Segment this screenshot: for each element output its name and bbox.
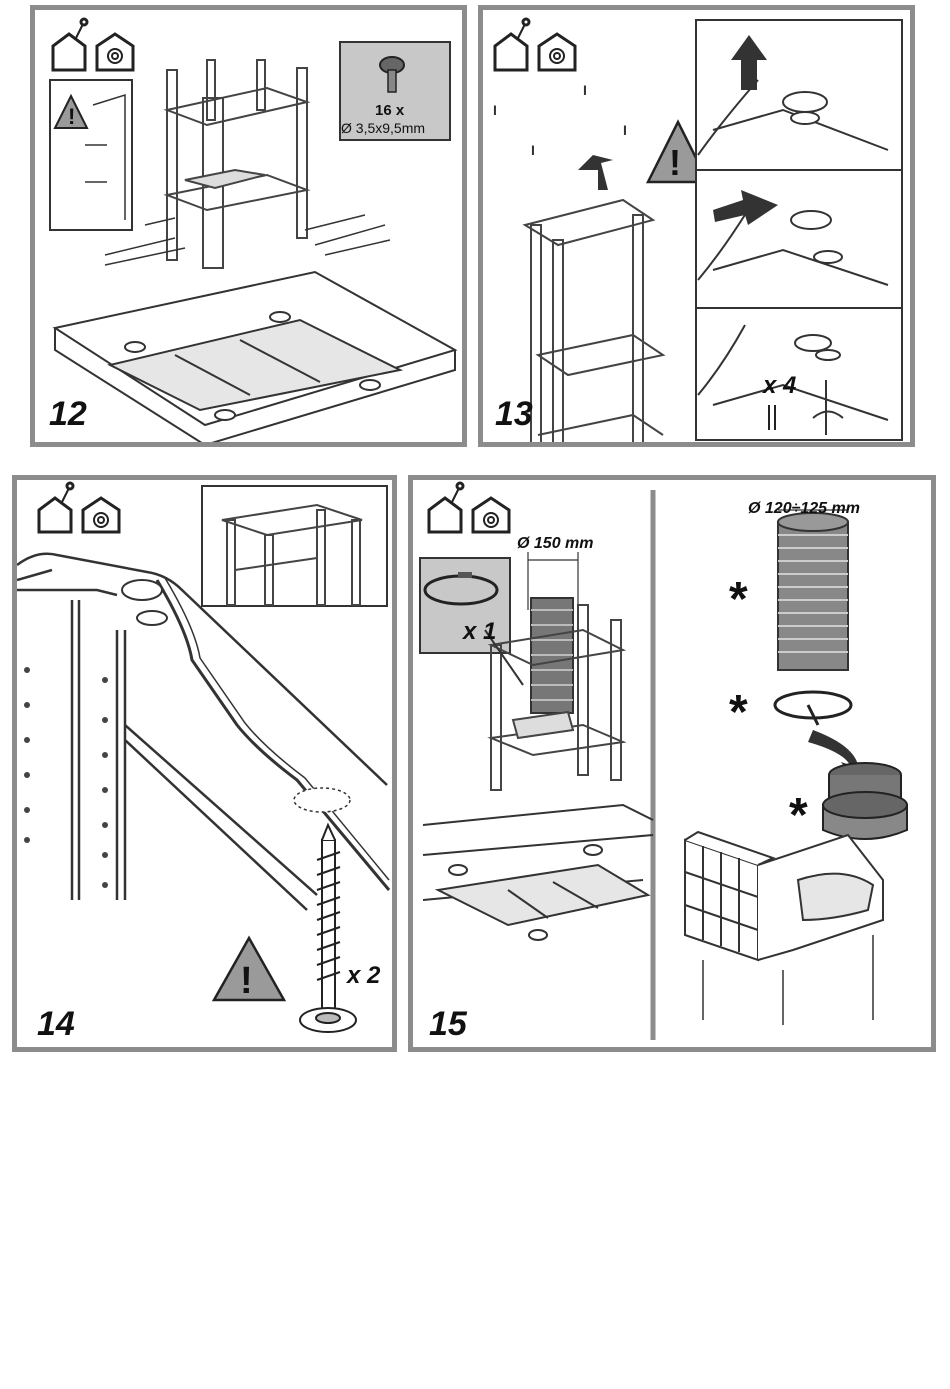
up-arrow-icon bbox=[578, 155, 613, 190]
svg-text:!: ! bbox=[669, 142, 681, 183]
svg-text:!: ! bbox=[240, 960, 253, 1002]
step-14-illustration: ! bbox=[17, 480, 392, 1047]
step-12-panel: ! bbox=[30, 5, 467, 447]
house-recirculation-icon bbox=[83, 498, 119, 532]
step-number: 14 bbox=[37, 1005, 75, 1044]
chimney-frame bbox=[167, 60, 307, 268]
screw-size-label: Ø 3,5x9,5mm bbox=[341, 120, 425, 136]
house-install-icon bbox=[495, 19, 529, 70]
duct-hose bbox=[531, 598, 573, 713]
flex-diameter-label: Ø 120÷125 mm bbox=[748, 500, 860, 518]
house-recirculation-icon bbox=[97, 34, 133, 70]
optional-mark: * bbox=[729, 685, 748, 740]
optional-mark: * bbox=[729, 572, 748, 627]
clamp-ring-icon bbox=[775, 692, 851, 725]
duct-diameter-label: Ø 150 mm bbox=[517, 535, 593, 553]
flex-hose bbox=[778, 513, 848, 670]
svg-text:I: I bbox=[583, 82, 587, 98]
clamp-qty-label: x 1 bbox=[463, 618, 496, 646]
house-recirculation-icon bbox=[473, 498, 509, 532]
house-install-icon bbox=[39, 483, 73, 532]
warning-icon: ! bbox=[214, 938, 284, 1002]
svg-text:I: I bbox=[493, 102, 497, 118]
step-number: 12 bbox=[49, 395, 87, 434]
duct-adapter bbox=[823, 763, 907, 839]
hood-body bbox=[55, 272, 455, 442]
house-install-icon bbox=[53, 19, 87, 70]
chimney-frame bbox=[525, 200, 663, 442]
qty-label: x 2 bbox=[347, 962, 380, 990]
house-install-icon bbox=[429, 483, 463, 532]
house-recirculation-icon bbox=[539, 34, 575, 70]
optional-mark: * bbox=[789, 788, 808, 843]
qty-label: x 4 bbox=[763, 372, 796, 400]
step-14-panel: ! x 2 14 bbox=[12, 475, 397, 1052]
svg-text:I: I bbox=[531, 142, 535, 158]
screw-quantity-label: 16 x bbox=[375, 102, 404, 119]
svg-text:!: ! bbox=[68, 104, 75, 129]
step-12-illustration: ! bbox=[35, 10, 462, 442]
step-number: 15 bbox=[429, 1005, 467, 1044]
carbon-filter-unit bbox=[685, 832, 883, 960]
svg-text:I: I bbox=[623, 122, 627, 138]
step-15-illustration bbox=[413, 480, 931, 1047]
step-13-panel: I I I I ! bbox=[478, 5, 915, 447]
step-number: 13 bbox=[495, 395, 533, 434]
step-13-illustration: I I I I ! bbox=[483, 10, 910, 442]
wood-screw-icon bbox=[300, 825, 356, 1032]
step-15-panel: Ø 150 mm x 1 Ø 120÷125 mm * * * 15 bbox=[408, 475, 936, 1052]
